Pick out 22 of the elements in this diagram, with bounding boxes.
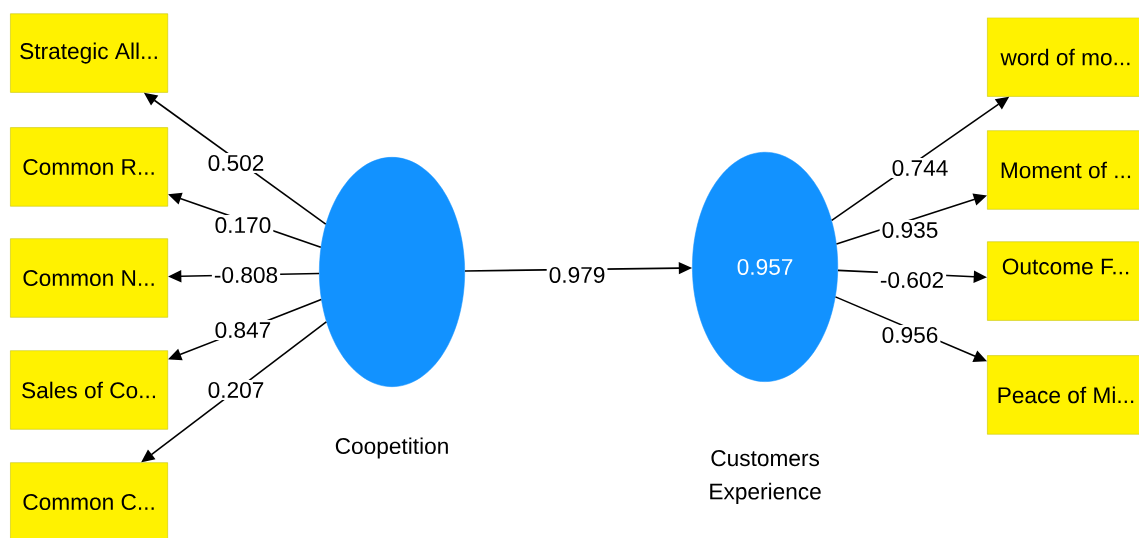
edge-label: 0.207 [205, 379, 267, 400]
indicator-box: word of mo... [987, 17, 1139, 97]
construct-label: Coopetition [335, 437, 448, 459]
construct-circle [319, 157, 465, 387]
edge-label: 0.170 [212, 215, 274, 236]
indicator-box: Moment of ... [987, 130, 1139, 210]
edge-label: 0.935 [879, 219, 941, 240]
indicator-box: Strategic All... [10, 13, 168, 93]
indicator-box: Sales of Co... [10, 350, 168, 430]
edge-label: 0.502 [205, 152, 267, 173]
edge-label: 0.956 [879, 324, 941, 345]
edge-label: -0.602 [877, 269, 947, 290]
indicator-box: Common C... [10, 462, 168, 538]
edge-label: 0.847 [212, 319, 274, 340]
indicator-box: Common R... [10, 127, 168, 207]
indicator-box: Peace of Mi... [987, 355, 1139, 435]
indicator-box: Outcome F... [987, 241, 1139, 321]
construct-label: Customers Experience [710, 450, 821, 504]
indicator-box: Common N... [10, 238, 168, 318]
edge-label: 0.979 [546, 264, 608, 285]
edge-label: 0.744 [889, 157, 951, 178]
edge-label: -0.808 [211, 264, 281, 285]
